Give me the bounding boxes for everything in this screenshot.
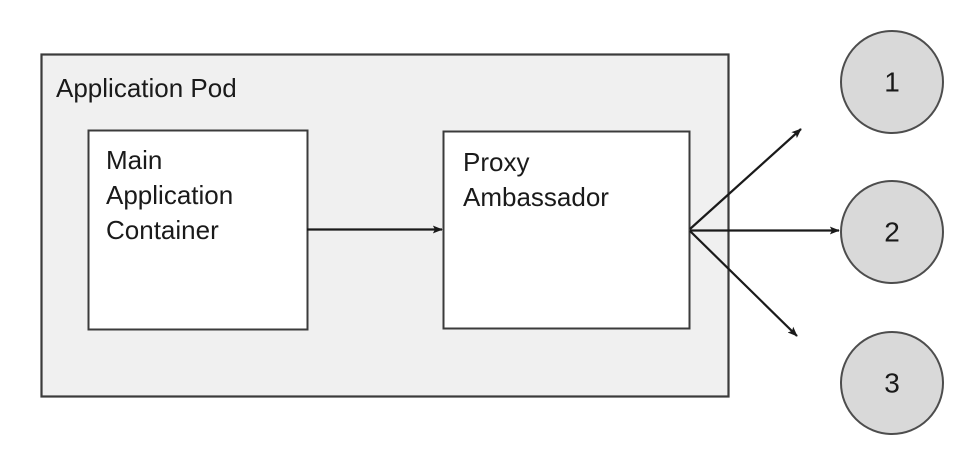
connector-proxy-to-node-1-line[interactable] xyxy=(689,128,802,230)
main-application-container-box[interactable] xyxy=(87,129,309,331)
connector-proxy-to-node-3[interactable] xyxy=(689,230,798,337)
external-node-3-circle[interactable] xyxy=(840,331,944,435)
proxy-ambassador-container-box[interactable] xyxy=(442,130,691,330)
main-application-container-line-1: Main xyxy=(106,145,162,175)
proxy-ambassador-line-2: Ambassador xyxy=(463,182,609,212)
main-application-container-line-3: Container xyxy=(106,215,219,245)
external-node-2-group[interactable]: 2 xyxy=(840,180,944,284)
connector-proxy-to-node-1[interactable] xyxy=(689,128,802,230)
application-pod-label: Application Pod xyxy=(56,73,237,103)
proxy-ambassador-line-1: Proxy xyxy=(463,147,529,177)
proxy-ambassador-container-group[interactable]: Proxy Ambassador xyxy=(442,130,691,330)
main-application-container-group[interactable]: Main Application Container xyxy=(87,129,309,331)
external-node-3-label: 3 xyxy=(884,367,900,398)
external-node-2-circle[interactable] xyxy=(840,180,944,284)
external-node-1-label: 1 xyxy=(884,66,900,97)
connector-proxy-to-node-3-line[interactable] xyxy=(689,230,798,337)
external-node-3-group[interactable]: 3 xyxy=(840,331,944,435)
external-node-1-circle[interactable] xyxy=(840,30,944,134)
external-node-1-group[interactable]: 1 xyxy=(840,30,944,134)
main-application-container-line-2: Application xyxy=(106,180,233,210)
external-node-2-label: 2 xyxy=(884,216,900,247)
